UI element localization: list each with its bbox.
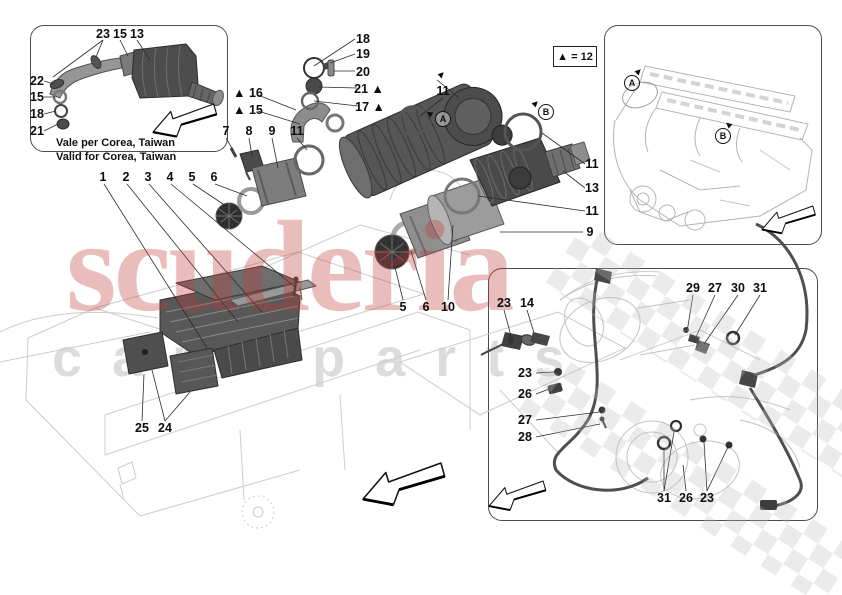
callout-part-21[interactable]: 21 [30, 123, 44, 138]
callout-part-11[interactable]: 11 [436, 83, 450, 98]
callout-part-7[interactable]: 7 [222, 123, 230, 138]
callout-part-18[interactable]: 18 [356, 31, 370, 46]
callout-part-17[interactable]: 17 ▲ [355, 99, 385, 114]
callout-part-28[interactable]: 28 [518, 429, 532, 444]
callout-part-4[interactable]: 4 [166, 169, 174, 184]
view-letter-A: A [435, 111, 451, 127]
callout-part-13[interactable]: 13 [585, 180, 599, 195]
callout-part-6[interactable]: 6 [210, 169, 218, 184]
callout-part-19[interactable]: 19 [356, 46, 370, 61]
intake-exploded-parts [215, 57, 591, 270]
triangle-legend-box: ▲ = 12 [553, 46, 597, 67]
callout-part-9[interactable]: 9 [586, 224, 594, 239]
korea-variant-inset-box [30, 25, 228, 152]
callout-part-31[interactable]: 31 [657, 490, 671, 505]
callout-part-27[interactable]: 27 [518, 412, 532, 427]
callout-part-11[interactable]: 11 [585, 203, 599, 218]
triangle-legend-text: ▲ = 12 [557, 50, 593, 63]
callout-part-23[interactable]: 23 [497, 295, 511, 310]
callout-part-26[interactable]: 26 [679, 490, 693, 505]
callout-part-14[interactable]: 14 [520, 295, 534, 310]
callout-part-11[interactable]: 11 [290, 123, 304, 138]
callout-part-8[interactable]: 8 [245, 123, 253, 138]
callout-part-21[interactable]: 21 ▲ [354, 81, 384, 96]
callout-part-31[interactable]: 31 [753, 280, 767, 295]
callout-part-5[interactable]: 5 [188, 169, 196, 184]
callout-part-15[interactable]: 15 [113, 26, 127, 41]
callout-part-9[interactable]: 9 [268, 123, 276, 138]
callout-part-24[interactable]: 24 [158, 420, 172, 435]
direction-arrow-korea [151, 103, 218, 138]
callout-part-3[interactable]: 3 [144, 169, 152, 184]
view-letter-B: B [715, 128, 731, 144]
callout-part-26[interactable]: 26 [518, 386, 532, 401]
callout-part-18[interactable]: 18 [30, 106, 44, 121]
airbox-assembly [122, 265, 317, 395]
callout-part-10[interactable]: 10 [441, 299, 455, 314]
callout-part-30[interactable]: 30 [731, 280, 745, 295]
callout-part-23[interactable]: 23 [96, 26, 110, 41]
exhaust-sensors-inset-box [488, 268, 818, 521]
view-letter-B: B [538, 104, 554, 120]
callout-leader-lines [43, 38, 761, 492]
callout-part-22[interactable]: 22 [30, 73, 44, 88]
exhaust-line-art [480, 222, 809, 510]
callout-part-20[interactable]: 20 [356, 64, 370, 79]
callout-part-15[interactable]: ▲ 15 [233, 102, 263, 117]
callout-part-6[interactable]: 6 [422, 299, 430, 314]
engine-line-art [613, 65, 813, 231]
callout-part-1[interactable]: 1 [99, 169, 107, 184]
direction-arrow-exhaust [488, 480, 547, 512]
chassis-lines [0, 169, 761, 529]
callout-part-13[interactable]: 13 [130, 26, 144, 41]
callout-part-23[interactable]: 23 [700, 490, 714, 505]
callout-part-15[interactable]: 15 [30, 89, 44, 104]
callout-part-5[interactable]: 5 [399, 299, 407, 314]
callout-part-2[interactable]: 2 [122, 169, 130, 184]
korea-note-line1: Vale per Corea, Taiwan [56, 137, 176, 149]
callout-part-23[interactable]: 23 [518, 365, 532, 380]
callout-part-29[interactable]: 29 [686, 280, 700, 295]
callout-part-11[interactable]: 11 [585, 156, 599, 171]
korea-note-line2: Valid for Corea, Taiwan [56, 151, 177, 163]
engine-location-inset-box [604, 25, 822, 245]
view-letter-A: A [624, 75, 640, 91]
callout-part-25[interactable]: 25 [135, 420, 149, 435]
callout-part-16[interactable]: ▲ 16 [233, 85, 263, 100]
direction-arrow-main [361, 462, 447, 507]
watermark-brand-text: scuderia [66, 195, 514, 339]
callout-part-27[interactable]: 27 [708, 280, 722, 295]
